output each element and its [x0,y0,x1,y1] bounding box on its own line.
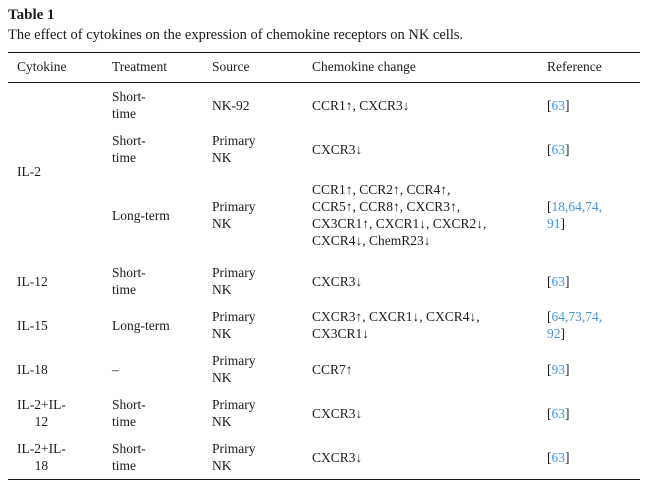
cytokine-cell: IL-12 [8,259,112,303]
source-cell: Primary NK [212,397,256,429]
cytokine-label: IL-15 [17,317,48,333]
reference-open-bracket: [ [547,309,552,324]
reference-cell: [63] [547,127,640,171]
column-header-reference: Reference [547,52,640,83]
reference-close-bracket: ] [560,216,566,231]
source-cell: Primary NK [212,133,256,165]
reference-open-bracket: [ [547,97,552,113]
cytokine-cell: IL-2+IL- 18 [8,435,112,480]
reference-close-bracket: ] [565,361,570,377]
table-row: Long-term Primary NK CCR1↑, CCR2↑, CCR4↑, … [8,171,640,259]
table-row: IL-15 Long-term Primary NK CXCR3↑, CXCR1↓, … [8,303,640,347]
cytokine-label: IL-12 [17,273,48,289]
column-header-cytokine: Cytokine [8,52,112,83]
reference-link[interactable]: 63 [551,273,566,289]
treatment-cell: Short- time [112,397,146,429]
table-header: Cytokine Treatment Source Chemokine chan… [8,52,640,83]
reference-open-bracket: [ [547,141,552,157]
treatment-cell: Short- time [112,89,146,121]
chemokine-change-cell: CXCR3↓ [312,405,363,421]
reference-close-bracket: ] [565,405,570,421]
treatment-cell: Long-term [112,207,170,223]
reference-open-bracket: [ [547,199,552,214]
cytokine-cell: IL-18 [8,347,112,391]
table-title: Table 1 [8,7,55,23]
reference-open-bracket: [ [547,405,552,421]
table-row: IL-18 – Primary NK CCR7↑ [93] [8,347,640,391]
treatment-cell: Long-term [112,317,170,333]
cytokine-cell: IL-15 [8,303,112,347]
reference-open-bracket: [ [547,361,552,377]
table-row: Short- time Primary NK CXCR3↓ [63] [8,127,640,171]
cytokine-label: IL-2 [17,163,41,179]
table-row: IL-2+IL- 12 Short- time Primary NK CXCR3↓ [6… [8,391,640,435]
cytokine-cell: IL-2 [8,83,112,260]
table-row: IL-12 Short- time Primary NK CXCR3↓ [63] [8,259,640,303]
reference-open-bracket: [ [547,449,552,465]
reference-link[interactable]: 64,73,74, 92 [547,309,603,341]
cytokine-label: IL-18 [17,361,48,377]
source-cell: Primary NK [212,309,256,341]
column-header-treatment: Treatment [112,52,212,83]
treatment-cell: Short- time [112,441,146,473]
cytokine-cell: IL-2+IL- 12 [8,391,112,435]
chemokine-change-cell: CXCR3↓ [312,273,363,289]
reference-link[interactable]: 63 [551,449,566,465]
treatment-cell: Short- time [112,265,146,297]
chemokine-change-cell: CCR7↑ [312,361,353,377]
reference-cell: [63] [547,83,640,128]
reference-cell: [64,73,74, 92] [547,303,640,347]
source-cell: Primary NK [212,353,256,385]
chemokine-change-cell: CCR1↑, CXCR3↓ [312,97,410,113]
reference-link[interactable]: 63 [551,141,566,157]
reference-link[interactable]: 93 [551,361,566,377]
treatment-cell: – [112,361,119,377]
column-header-source: Source [212,52,312,83]
table-row: IL-2+IL- 18 Short- time Primary NK CXCR3↓ [6… [8,435,640,480]
cytokine-label: IL-2+IL- 18 [17,441,66,473]
chemokine-change-cell: CCR1↑, CCR2↑, CCR4↑, CCR5↑, CCR8↑, CXCR3… [312,182,487,248]
reference-link[interactable]: 63 [551,97,566,113]
cytokine-label: IL-2+IL- 12 [17,397,66,429]
reference-close-bracket: ] [565,141,570,157]
column-header-chemokine-change: Chemokine change [312,52,547,83]
source-cell: Primary NK [212,199,256,231]
page: Table 1 The effect of cytokines on the e… [8,7,640,480]
reference-link[interactable]: 63 [551,405,566,421]
reference-cell: [63] [547,435,640,480]
source-cell: NK-92 [212,97,250,113]
chemokine-change-cell: CXCR3↓ [312,141,363,157]
chemokine-change-cell: CXCR3↓ [312,449,363,465]
treatment-cell: Short- time [112,133,146,165]
reference-cell: [18,64,74, 91] [547,171,640,259]
reference-close-bracket: ] [565,449,570,465]
source-cell: Primary NK [212,441,256,473]
reference-cell: [93] [547,347,640,391]
reference-open-bracket: [ [547,273,552,289]
table-caption: The effect of cytokines on the expressio… [8,27,464,43]
reference-close-bracket: ] [565,273,570,289]
cytokine-table: Cytokine Treatment Source Chemokine chan… [8,52,640,480]
reference-close-bracket: ] [565,97,570,113]
table-row: IL-2 Short- time NK-92 CCR1↑, CXCR3↓ [63] [8,83,640,179]
reference-close-bracket: ] [560,326,566,341]
header-row: Cytokine Treatment Source Chemokine chan… [8,52,640,83]
reference-link[interactable]: 18,64,74, 91 [547,199,603,231]
source-cell: Primary NK [212,265,256,297]
reference-cell: [63] [547,391,640,435]
reference-cell: [63] [547,259,640,303]
chemokine-change-cell: CXCR3↑, CXCR1↓, CXCR4↓, CX3CR1↓ [312,309,480,341]
